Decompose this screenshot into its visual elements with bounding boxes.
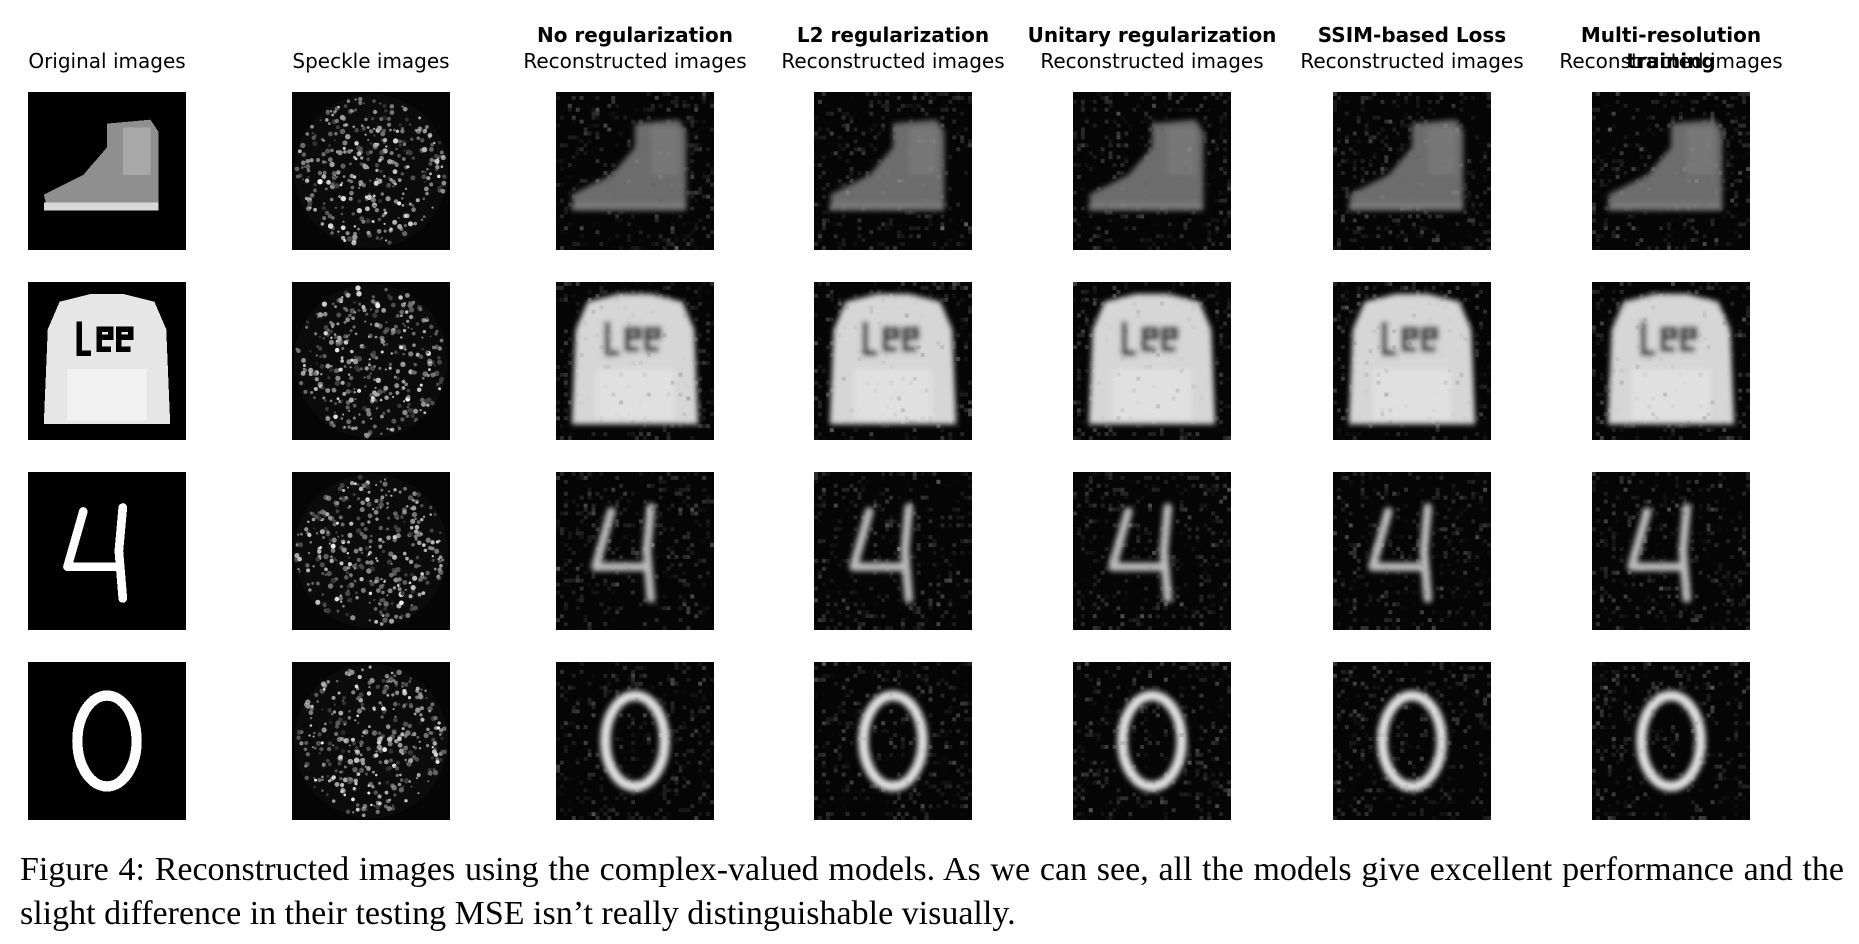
- original-image: [28, 662, 186, 820]
- figure-caption: Figure 4: Reconstructed images using the…: [20, 851, 1844, 932]
- column-header: Original images: [0, 22, 232, 74]
- reconstructed-image: [814, 92, 972, 250]
- column-title: SSIM-based Loss: [1317, 23, 1507, 47]
- column-title: No regularization: [536, 23, 734, 47]
- column-title: Multi-resolution training: [1580, 23, 1762, 73]
- reconstructed-image: [1333, 662, 1491, 820]
- reconstructed-image: [1592, 662, 1750, 820]
- reconstructed-image: [814, 472, 972, 630]
- original-image: [28, 92, 186, 250]
- speckle-image: [292, 282, 450, 440]
- reconstructed-image: [1333, 282, 1491, 440]
- column-subtitle: Original images: [28, 49, 186, 73]
- reconstructed-image: [556, 92, 714, 250]
- reconstructed-image: [556, 662, 714, 820]
- column-title: Unitary regularization: [1027, 23, 1277, 47]
- column-subtitle: Reconstructed images: [523, 49, 747, 73]
- column-title: [246, 22, 496, 48]
- column-subtitle: Reconstructed images: [1040, 49, 1264, 73]
- speckle-image: [292, 662, 450, 820]
- reconstructed-image: [1333, 92, 1491, 250]
- reconstructed-image: [814, 282, 972, 440]
- original-image: [28, 282, 186, 440]
- original-image: [28, 472, 186, 630]
- column-title: [0, 22, 232, 48]
- column-title: L2 regularization: [796, 23, 990, 47]
- column-subtitle: Speckle images: [292, 49, 450, 73]
- column-subtitle: Reconstructed images: [1300, 49, 1524, 73]
- reconstructed-image: [1333, 472, 1491, 630]
- reconstructed-image: [1073, 282, 1231, 440]
- column-subtitle: Reconstructed images: [781, 49, 1005, 73]
- column-subtitle: Reconstructed images: [1559, 49, 1783, 73]
- reconstructed-image: [1592, 282, 1750, 440]
- reconstructed-image: [1073, 472, 1231, 630]
- reconstructed-image: [1073, 92, 1231, 250]
- column-header: Speckle images: [246, 22, 496, 74]
- reconstructed-image: [556, 282, 714, 440]
- speckle-image: [292, 92, 450, 250]
- reconstructed-image: [1592, 472, 1750, 630]
- reconstructed-image: [556, 472, 714, 630]
- reconstructed-image: [1073, 662, 1231, 820]
- speckle-image: [292, 472, 450, 630]
- reconstructed-image: [1592, 92, 1750, 250]
- reconstructed-image: [814, 662, 972, 820]
